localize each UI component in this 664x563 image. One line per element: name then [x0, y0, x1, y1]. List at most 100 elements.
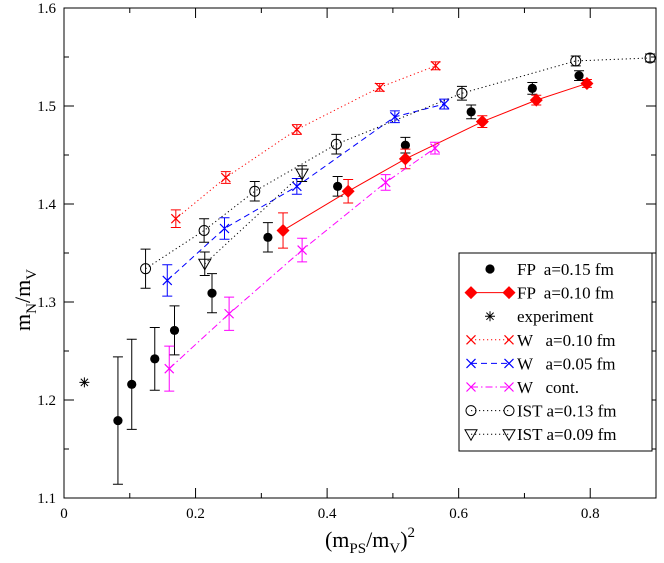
data-point-marker: [570, 55, 582, 67]
legend-label: FP a=0.15 fm: [517, 260, 614, 279]
axis-tick-labels: 0 0.2 0.4 0.6 0.8 1.1 1.2 1.3 1.4 1.5 1.6: [37, 1, 599, 522]
data-point-marker: [207, 288, 217, 298]
data-point-marker: [485, 264, 495, 274]
legend-label: FP a=0.10 fm: [517, 284, 614, 303]
data-point-marker: [504, 334, 514, 345]
legend-entry: IST a=0.09 fm: [464, 425, 616, 444]
data-point-marker: [170, 213, 181, 224]
data-point-marker: [398, 152, 412, 166]
data-point-marker: [466, 358, 476, 369]
y-tick-label: 1.1: [37, 491, 56, 507]
series-3: [170, 60, 441, 229]
data-point-marker: [341, 184, 355, 198]
data-point-marker: [574, 71, 584, 81]
y-tick-label: 1.2: [37, 393, 56, 409]
y-tick-label: 1.5: [37, 99, 56, 115]
series-6: [140, 52, 656, 289]
data-point-marker: [150, 354, 160, 364]
data-point-marker: [580, 76, 594, 90]
data-point-marker: [527, 83, 537, 93]
data-point-marker: [169, 325, 180, 336]
plot-content: [79, 52, 656, 485]
data-point-marker: [330, 138, 342, 150]
data-point-marker: [140, 263, 152, 275]
data-point-marker: [466, 334, 476, 345]
data-point-marker: [263, 232, 273, 242]
error-bar: [199, 218, 210, 243]
x-tick-label: 0.2: [186, 506, 205, 522]
legend-entry: W a=0.10 fm: [466, 331, 616, 350]
legend-label: IST a=0.13 fm: [517, 402, 616, 421]
x-tick-label: 0: [60, 506, 68, 522]
error-bar: [199, 251, 210, 277]
series-1: [276, 76, 594, 249]
data-point-marker: [276, 223, 290, 237]
data-point-marker: [464, 286, 478, 300]
y-tick-label: 1.3: [37, 295, 56, 311]
data-point-marker: [291, 181, 302, 192]
series-5: [164, 141, 440, 392]
data-point-marker: [644, 52, 656, 64]
series-4: [162, 98, 450, 297]
data-point-marker: [466, 107, 476, 117]
data-point-marker: [249, 185, 261, 197]
error-bar: [140, 248, 151, 289]
data-point-marker: [466, 382, 476, 392]
series-line: [175, 65, 436, 220]
legend-label: W a=0.10 fm: [517, 331, 616, 350]
x-tick-label: 0.4: [318, 506, 337, 522]
legend-entry: FP a=0.10 fm: [464, 284, 614, 303]
data-point-marker: [333, 181, 343, 191]
y-tick-label: 1.6: [37, 1, 56, 17]
data-point-marker: [219, 223, 230, 234]
data-point-marker: [430, 143, 440, 154]
legend-label: W cont.: [517, 378, 579, 397]
data-point-marker: [475, 115, 489, 129]
series-line: [282, 82, 588, 231]
data-point-marker: [504, 382, 514, 392]
data-point-marker: [380, 177, 391, 188]
data-point-marker: [164, 363, 175, 374]
data-point-marker: [127, 379, 137, 389]
data-point-marker: [465, 405, 477, 417]
data-point-marker: [502, 429, 516, 442]
data-point-marker: [430, 60, 441, 71]
data-point-marker: [197, 258, 212, 271]
data-point-marker: [439, 99, 450, 109]
data-point-marker: [79, 377, 90, 388]
data-point-marker: [224, 308, 235, 319]
legend-entry: W cont.: [466, 378, 579, 397]
data-point-marker: [374, 82, 385, 93]
x-tick-label: 0.6: [449, 506, 468, 522]
data-point-marker: [198, 224, 210, 236]
axis-ticks: [63, 7, 656, 499]
data-point-marker: [503, 405, 515, 417]
legend: FP a=0.15 fm FP a=0.10 fm experiment W a=0.…: [458, 252, 653, 452]
data-point-marker: [504, 358, 514, 369]
legend-entry: FP a=0.15 fm: [485, 260, 614, 279]
x-tick-label: 0.8: [581, 506, 600, 522]
legend-entry: W a=0.05 fm: [466, 354, 616, 373]
data-point-marker: [502, 286, 516, 300]
data-point-marker: [162, 275, 173, 286]
error-bar: [249, 180, 260, 202]
legend-label: W a=0.05 fm: [517, 354, 616, 373]
series-7: [197, 165, 309, 277]
data-point-marker: [113, 415, 123, 426]
legend-entry: experiment: [485, 307, 594, 326]
data-point-marker: [389, 111, 400, 122]
data-point-marker: [400, 140, 410, 150]
legend-entry: IST a=0.13 fm: [465, 402, 616, 421]
y-tick-label: 1.4: [37, 197, 56, 213]
data-point-marker: [297, 245, 308, 255]
data-point-marker: [456, 87, 468, 99]
error-bar: [331, 133, 342, 155]
series-0: [112, 70, 585, 485]
data-point-marker: [295, 168, 309, 181]
data-point-marker: [529, 93, 543, 107]
legend-label: experiment: [517, 307, 594, 326]
data-point-marker: [291, 124, 302, 135]
series-2: [79, 377, 90, 388]
legend-box: [458, 252, 653, 452]
